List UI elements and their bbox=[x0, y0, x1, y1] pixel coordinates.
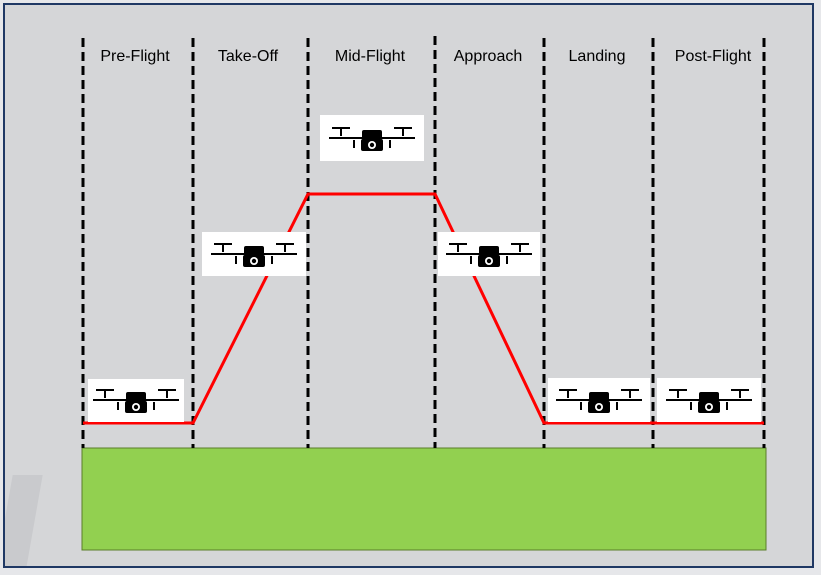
drone-pre-flight bbox=[88, 379, 184, 422]
drone-take-off bbox=[202, 232, 306, 276]
phase-dividers bbox=[81, 36, 766, 448]
phase-label-mid-flight: Mid-Flight bbox=[335, 48, 406, 65]
drone-landing bbox=[548, 378, 650, 422]
phase-label-take-off: Take-Off bbox=[218, 48, 279, 65]
phase-label-pre-flight: Pre-Flight bbox=[100, 48, 170, 65]
drone-approach bbox=[438, 232, 540, 276]
drone-mid-flight bbox=[320, 115, 424, 161]
ground bbox=[81, 447, 767, 551]
flight-path bbox=[83, 192, 764, 425]
phase-label-landing: Landing bbox=[569, 48, 626, 65]
phase-label-post-flight: Post-Flight bbox=[675, 48, 752, 65]
drone-post-flight bbox=[657, 378, 761, 422]
phase-label-approach: Approach bbox=[454, 48, 523, 65]
